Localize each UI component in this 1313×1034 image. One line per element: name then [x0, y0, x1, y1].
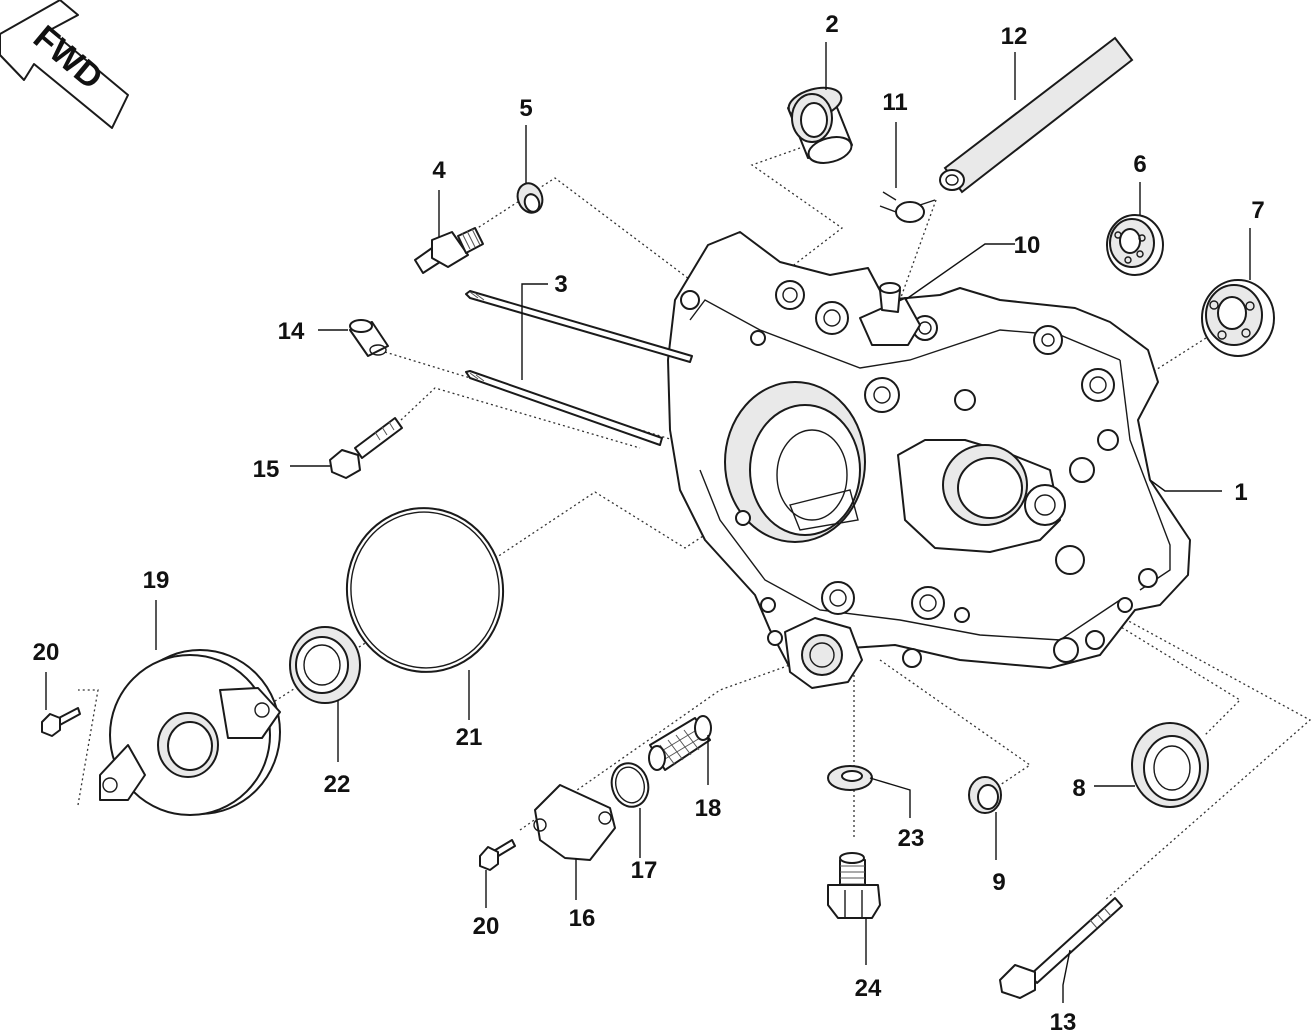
callout-12: 12 — [1001, 23, 1028, 50]
studs — [465, 290, 693, 446]
cover-screw — [479, 839, 516, 871]
fwd-direction-arrow-icon: FWD — [0, 0, 129, 129]
callout-9: 9 — [992, 869, 1005, 896]
seal-washer — [516, 182, 544, 214]
callout-8: 8 — [1072, 775, 1085, 802]
flange-bolt — [329, 417, 403, 479]
callout-20: 20 — [473, 913, 500, 940]
callout-5: 5 — [519, 95, 532, 122]
cover — [99, 649, 281, 816]
callout-4: 4 — [432, 157, 446, 184]
callout-13: 13 — [1050, 1009, 1077, 1034]
callout-22: 22 — [324, 771, 351, 798]
callout-3: 3 — [554, 271, 567, 298]
ball-bearing-small — [1106, 214, 1164, 276]
callout-19: 19 — [143, 567, 170, 594]
breather-hose — [939, 36, 1134, 194]
callout-18: 18 — [695, 795, 722, 822]
cover-screw — [41, 707, 81, 737]
callout-7: 7 — [1251, 197, 1264, 224]
drain-washer — [827, 765, 873, 791]
callout-15: 15 — [253, 456, 280, 483]
oil-seal-small — [968, 776, 1002, 814]
callout-labels: 1 2 3 4 5 6 7 8 9 10 11 12 13 14 15 16 1… — [33, 11, 1265, 1034]
long-bolt — [999, 897, 1123, 999]
oil-filter-screen — [648, 715, 712, 771]
callout-23: 23 — [898, 825, 925, 852]
callout-21: 21 — [456, 724, 483, 751]
oil-seal-left — [289, 626, 361, 704]
callout-1: 1 — [1234, 479, 1247, 506]
callout-14: 14 — [278, 318, 305, 345]
leader-lines — [45, 42, 1251, 1003]
filter-cover — [533, 784, 616, 861]
callout-16: 16 — [569, 905, 596, 932]
dowel-pin — [349, 319, 389, 357]
callout-20: 20 — [33, 639, 60, 666]
callout-6: 6 — [1133, 151, 1146, 178]
callout-10: 10 — [1014, 232, 1041, 259]
drain-sensor — [414, 227, 484, 274]
drain-plug — [827, 852, 881, 919]
hose-clamp — [879, 191, 936, 223]
ball-bearing-large — [1201, 279, 1275, 357]
crankcase-half — [667, 231, 1191, 689]
oil-seal-top — [787, 86, 853, 164]
callout-24: 24 — [855, 975, 882, 1002]
callout-11: 11 — [882, 89, 907, 116]
o-ring-large — [345, 507, 505, 673]
callout-2: 2 — [825, 11, 838, 38]
o-ring-small — [610, 762, 650, 808]
oil-seal-right — [1131, 722, 1209, 808]
callout-17: 17 — [631, 857, 658, 884]
